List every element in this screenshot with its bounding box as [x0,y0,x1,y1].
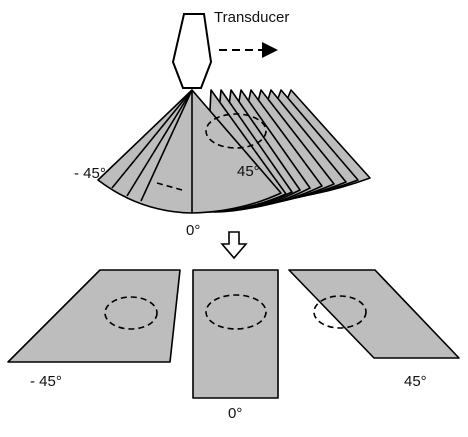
slice-panel-minus45 [7,269,181,363]
top-left-angle-label: - 45° [74,165,106,182]
top-right-angle-label: 45° [237,163,260,180]
hollow-down-arrow-icon [220,231,248,260]
slice-panel-0 [192,269,279,399]
transducer-label: Transducer [214,9,289,26]
bottom-right-angle-label: 45° [404,373,427,390]
bottom-center-angle-label: 0° [228,405,242,422]
target-ellipse-left [104,296,158,330]
slice-panel-plus45 [288,269,460,359]
transducer-probe-icon [171,13,213,89]
dashed-right-arrow-icon [219,42,278,58]
sector-fan [97,89,371,214]
top-center-angle-label: 0° [186,222,200,239]
target-ellipse-right [313,295,367,329]
target-ellipse-center [205,294,267,330]
bottom-left-angle-label: - 45° [30,373,62,390]
target-ellipse-fan [205,113,267,149]
